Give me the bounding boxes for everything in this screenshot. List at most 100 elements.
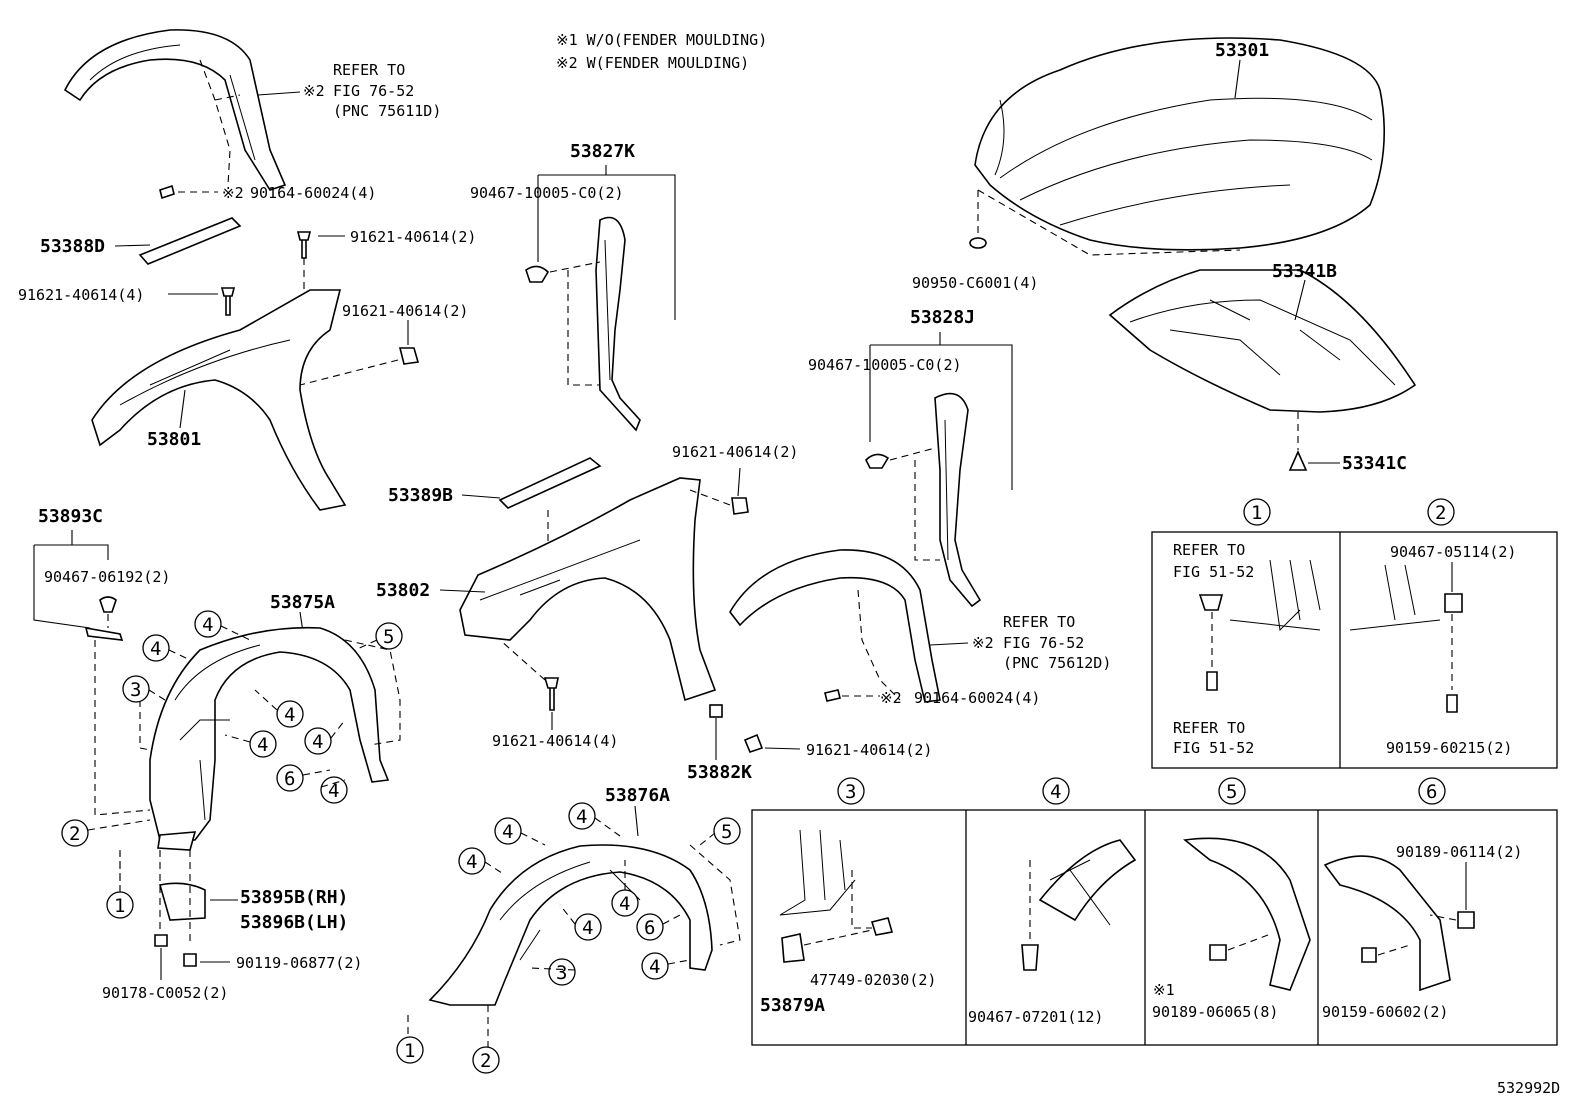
leader-ref-right	[929, 642, 969, 646]
plate-53882K	[709, 704, 723, 718]
callout-5-a: 5	[383, 626, 394, 648]
hood-panel	[974, 37, 1386, 251]
callout-2-box: 2	[1435, 502, 1446, 524]
label-91621-e: 91621-40614(4)	[492, 732, 618, 750]
ref-box1-bottom-line1: REFER TO	[1173, 719, 1245, 737]
label-53341B: 53341B	[1272, 261, 1337, 282]
detail-3: 47749-02030(2) 53879A	[760, 829, 936, 1016]
callout-4-d: 4	[257, 734, 268, 756]
callout-1-box: 1	[1251, 502, 1262, 524]
leader-ref-left	[257, 91, 301, 96]
ref-left-line1: REFER TO	[333, 61, 405, 79]
detail-5: ※1 90189-06065(8)	[1152, 837, 1311, 1021]
callouts: 1 2 3 4 5 6 4 4 5 3 4 4 4 6 4 2 1 4 4 5 …	[61, 498, 1455, 1074]
label-90467-10005-a: 90467-10005-C0(2)	[470, 184, 624, 202]
hood-bumper-90950	[969, 237, 987, 249]
callout-4-c: 4	[284, 704, 295, 726]
callout-4-g: 4	[576, 806, 587, 828]
label-53388D: 53388D	[40, 236, 105, 257]
label-90164-b: 90164-60024(4)	[914, 689, 1040, 707]
callout-4-l: 4	[649, 956, 660, 978]
callout-3-box: 3	[845, 781, 856, 803]
callout-2-b: 2	[480, 1050, 491, 1072]
diagram-code: 532992D	[1497, 1079, 1560, 1097]
note-without-moulding: ※1 W/O(FENDER MOULDING)	[556, 31, 767, 49]
label-53389B: 53389B	[388, 485, 453, 506]
leader-53341B	[1294, 279, 1306, 321]
dash-53827K	[549, 261, 601, 386]
callout-4-i: 4	[466, 851, 477, 873]
bolt-91621-f	[743, 733, 764, 753]
label-91621-f: 91621-40614(2)	[806, 741, 932, 759]
bolt-91621-c	[398, 347, 420, 365]
mudguard-53895B	[158, 882, 206, 921]
leader-91621-f	[764, 747, 801, 750]
label-90119: 90119-06877(2)	[236, 954, 362, 972]
seal-53389B	[498, 457, 602, 509]
fender-moulding-right	[729, 549, 941, 703]
bracket-53893C	[33, 530, 109, 629]
leader-53388D	[114, 244, 151, 247]
callout-4-b: 4	[150, 638, 161, 660]
clip-90467-b	[865, 453, 890, 469]
label-90159-60602: 90159-60602(2)	[1322, 1003, 1448, 1021]
ref-box1-top-line2: FIG 51-52	[1173, 563, 1254, 581]
callout-4-e: 4	[312, 731, 323, 753]
ref-left-line3: (PNC 75611D)	[333, 102, 441, 120]
fender-liner-53875A	[149, 626, 390, 851]
callout-4-a: 4	[202, 614, 213, 636]
callout-6-box: 6	[1426, 781, 1437, 803]
label-90189-06114: 90189-06114(2)	[1396, 843, 1522, 861]
callout-6-a: 6	[284, 768, 295, 790]
detail-6: 90189-06114(2) 90159-60602(2)	[1322, 843, 1522, 1021]
callout-4-j: 4	[619, 893, 630, 915]
ref-right-mark: ※2	[972, 634, 994, 652]
dash-53875A	[139, 639, 401, 751]
label-53876A: 53876A	[605, 785, 670, 806]
fender-moulding-left	[63, 29, 287, 191]
callout-4-h: 4	[502, 821, 513, 843]
note-with-moulding: ※2 W(FENDER MOULDING)	[556, 54, 749, 72]
label-90178: 90178-C0052(2)	[102, 984, 228, 1002]
label-90467-07201: 90467-07201(12)	[968, 1008, 1103, 1026]
label-91621-a: 91621-40614(2)	[350, 228, 476, 246]
ref-left-mark: ※2	[303, 82, 325, 100]
label-53882K: 53882K	[687, 762, 752, 783]
label-47749: 47749-02030(2)	[810, 971, 936, 989]
detail-box-3-6	[751, 809, 1558, 1046]
label-90189-06065: 90189-06065(8)	[1152, 1003, 1278, 1021]
callout-4-k: 4	[582, 917, 593, 939]
callout-4-box: 4	[1050, 781, 1061, 803]
label-53896B: 53896B(LH)	[240, 912, 348, 933]
ref-left-line2: FIG 76-52	[333, 82, 414, 100]
clip-90467-a	[525, 265, 550, 283]
leader-91621-d	[737, 467, 741, 497]
dash-hood-bumper	[977, 189, 1241, 256]
bolt-91621-d	[731, 497, 749, 515]
dash-moulding-left	[199, 59, 241, 186]
label-91621-b: 91621-40614(4)	[18, 286, 144, 304]
label-53828J: 53828J	[910, 307, 975, 328]
leader-53801	[179, 389, 186, 429]
label-91621-d: 91621-40614(2)	[672, 443, 798, 461]
bracket-53828J	[869, 332, 1013, 490]
bolt-91621-b	[220, 287, 236, 316]
bolt-91621-e	[543, 677, 559, 711]
label-90159-60215: 90159-60215(2)	[1386, 739, 1512, 757]
label-53879A: 53879A	[760, 995, 825, 1016]
hood-insulator	[1108, 269, 1417, 413]
label-90189-06065-mark: ※1	[1153, 981, 1175, 999]
leader-53802	[439, 589, 486, 593]
leader-53301	[1234, 59, 1241, 99]
label-53827K: 53827K	[570, 141, 635, 162]
label-53802: 53802	[376, 580, 430, 601]
screw-90164-b	[824, 689, 841, 702]
label-90467-10005-b: 90467-10005-C0(2)	[808, 356, 962, 374]
dash-moulding-right	[857, 589, 901, 701]
callout-3-a: 3	[130, 679, 141, 701]
leader-53389B	[461, 494, 501, 499]
label-90164-b-mark: ※2	[880, 689, 902, 707]
label-53801: 53801	[147, 429, 201, 450]
label-53301: 53301	[1215, 40, 1269, 61]
